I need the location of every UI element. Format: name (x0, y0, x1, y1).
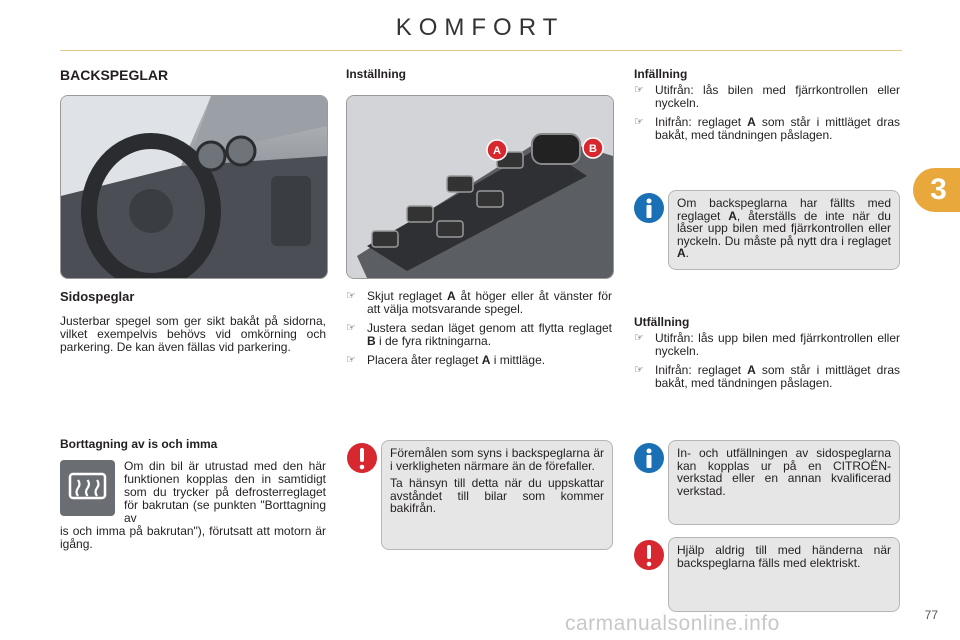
bullet-icon: ☞ (634, 332, 644, 344)
info-icon (634, 443, 664, 473)
rear-defrost-icon-graphic (68, 472, 107, 500)
utfallning-item: ☞Utifrån: lås upp bilen med fjärrkontrol… (634, 331, 900, 358)
installning-step: ☞Justera sedan läget genom att flytta re… (346, 321, 612, 348)
utfallning-list: ☞Utifrån: lås upp bilen med fjärrkontrol… (634, 332, 900, 396)
warning-box-hands: Hjälp aldrig till med händerna när backs… (668, 537, 900, 612)
page-title: KOMFORT (395, 14, 565, 41)
infallning-item: ☞Utifrån: lås bilen med fjärrkontrollen … (634, 83, 900, 110)
installning-steps: ☞Skjut reglaget A åt höger eller åt väns… (346, 290, 612, 373)
section-title-backspeglar: BACKSPEGLAR (60, 67, 169, 83)
utfallning-title: Utfällning (634, 315, 690, 329)
bullet-icon: ☞ (634, 84, 644, 96)
warning-icon (634, 540, 664, 570)
infallning-title: Infällning (634, 67, 688, 81)
label-a: A (493, 145, 501, 157)
bullet-icon: ☞ (346, 322, 356, 334)
installning-step: ☞Placera åter reglaget A i mittläge. (346, 353, 546, 367)
info-text-workshop: In- och utfällningen av sidospeglarna ka… (677, 446, 891, 498)
utfallning-item: ☞Inifrån: reglaget A som står i mittläge… (634, 363, 900, 390)
info-box-workshop: In- och utfällningen av sidospeglarna ka… (668, 440, 900, 525)
sidospeglar-text: Justerbar spegel som ger sikt bakåt på s… (60, 314, 326, 354)
sidospeglar-title: Sidospeglar (60, 289, 135, 304)
defrost-title: Borttagning av is och imma (60, 437, 218, 451)
chapter-tab: 3 (913, 168, 960, 212)
bullet-icon: ☞ (634, 364, 644, 376)
mirror-control-photo: A B (346, 95, 614, 279)
installning-step: ☞Skjut reglaget A åt höger eller åt väns… (346, 289, 612, 316)
defrost-text-indented: Om din bil är utrustad med den här funkt… (124, 459, 326, 525)
page-number: 77 (924, 608, 938, 622)
label-b: B (589, 143, 597, 155)
bullet-icon: ☞ (634, 116, 644, 128)
bullet-icon: ☞ (346, 290, 356, 302)
warning-text-2: Ta hänsyn till detta när du uppskattar a… (390, 476, 604, 515)
warning-box-mirrors: Föremålen som syns i backspeglarna är i … (381, 440, 613, 550)
car-interior-illustration (61, 96, 327, 278)
defrost-text-full: is och imma på bakrutan"), förutsatt att… (60, 524, 326, 551)
warning-icon (347, 443, 377, 473)
mirror-control-illustration: A B (347, 96, 613, 278)
rear-defrost-icon (60, 460, 115, 516)
installning-title: Inställning (346, 67, 406, 81)
car-interior-photo (60, 95, 328, 279)
info-text-reset: Om backspeglarna har fällts med reglaget… (677, 196, 891, 260)
info-box-reset: Om backspeglarna har fällts med reglaget… (668, 190, 900, 270)
bullet-icon: ☞ (346, 354, 356, 366)
header-divider (60, 50, 902, 51)
warning-text-hands: Hjälp aldrig till med händerna när backs… (677, 543, 891, 570)
infallning-list: ☞Utifrån: lås bilen med fjärrkontrollen … (634, 84, 900, 148)
infallning-item: ☞Inifrån: reglaget A som står i mittläge… (634, 115, 900, 142)
watermark: carmanualsonline.info (565, 612, 780, 635)
warning-text-1: Föremålen som syns i backspeglarna är i … (390, 446, 604, 473)
info-icon (634, 193, 664, 223)
